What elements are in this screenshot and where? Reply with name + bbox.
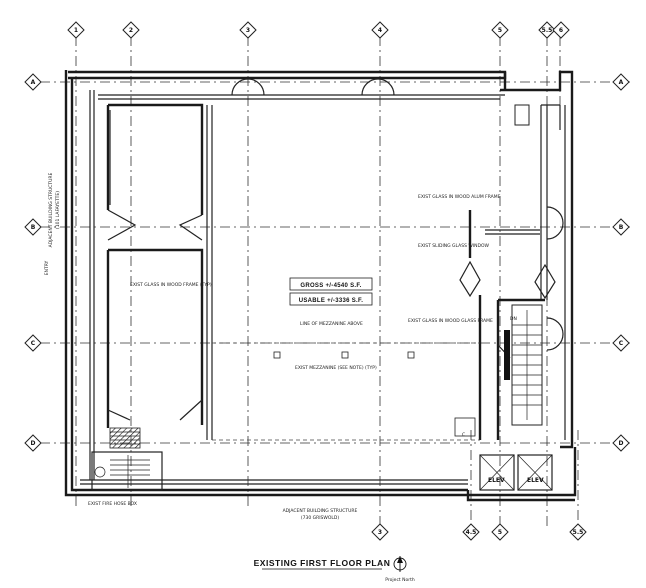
structural-columns [273, 104, 530, 437]
gross-area-label: GROSS +/-4540 S.F. [300, 283, 361, 289]
area-box: GROSS +/-4540 S.F. USABLE +/-3336 S.F. [289, 277, 373, 306]
hatched-column [110, 428, 140, 448]
column-c-label: C [462, 432, 465, 438]
grid-bubble-row-b-left: B [24, 218, 42, 236]
grid-bubble-col-3: 3 [239, 21, 257, 39]
adjacent-west-label: ADJACENT BUILDING STRUCTURE [48, 172, 54, 247]
glass-storefront-note: EXIST GLASS IN WOOD FRAME (TYP) [130, 282, 212, 288]
grid-bubble-col-5: 5 [491, 21, 509, 39]
north-label: Project North [385, 577, 415, 583]
stair-down-label: DN [510, 316, 517, 322]
grid-bubble-row-c-left: C [24, 334, 42, 352]
bottom-column-bubbles: 3 4.5 5 5.5 [371, 523, 587, 541]
grid-bubble-col-2: 2 [122, 21, 140, 39]
elevator-2-label: ELEV [527, 477, 544, 484]
svg-text:1: 1 [74, 27, 78, 34]
exist-sliding-note: EXIST SLIDING GLASS WINDOW [418, 243, 490, 249]
grid-bubble-row-a-right: A [612, 73, 630, 91]
grid-bubble-row-d-left: D [24, 434, 42, 452]
grid-bubble-col-5-5-bottom: 5.5 [569, 523, 587, 541]
interior-partitions [89, 90, 545, 480]
svg-text:5.5: 5.5 [573, 529, 584, 536]
svg-text:A: A [31, 79, 36, 86]
building-outline [64, 70, 577, 502]
svg-text:5.5: 5.5 [542, 27, 553, 34]
right-row-bubbles: A B C D [612, 73, 630, 452]
grid-bubble-col-5-5: 5.5 [538, 21, 556, 39]
svg-text:4: 4 [378, 27, 382, 34]
exist-glass-wood2-note: EXIST GLASS IN WOOD GLASS FRAME [408, 318, 493, 324]
svg-text:B: B [31, 224, 36, 231]
entry-side-label: ENTRY [44, 260, 50, 275]
svg-text:A: A [619, 79, 624, 86]
svg-text:3: 3 [378, 529, 382, 536]
plan-notes: LINE OF MEZZANINE ABOVE EXIST GLASS IN W… [88, 194, 544, 507]
exist-glass-wood-note: EXIST GLASS IN WOOD ALUM FRAME [418, 194, 501, 200]
grid-bubble-col-5-bottom: 5 [491, 523, 509, 541]
grid-bubble-col-4-5-bottom: 4.5 [462, 523, 480, 541]
svg-text:6: 6 [559, 27, 563, 34]
fire-hose-note: EXIST FIRE HOSE BOX [88, 501, 137, 507]
grid-bubble-col-4: 4 [371, 21, 389, 39]
svg-text:B: B [619, 224, 624, 231]
door-swings [107, 209, 556, 421]
svg-text:5: 5 [498, 529, 502, 536]
usable-area-label: USABLE +/-3336 S.F. [299, 298, 364, 304]
svg-text:3: 3 [246, 27, 250, 34]
elevator-2 [517, 454, 553, 491]
mezzanine-line [212, 342, 480, 441]
grid-bubble-row-b-right: B [612, 218, 630, 236]
grid-bubble-row-d-right: D [612, 434, 630, 452]
drawing-title: EXISTING FIRST FLOOR PLAN [254, 558, 391, 568]
left-row-bubbles: A B C D [24, 73, 42, 452]
adjacent-south-label: ADJACENT BUILDING STRUCTURE [283, 508, 358, 514]
svg-text:2: 2 [129, 27, 133, 34]
elevator-1 [479, 454, 515, 491]
svg-text:D: D [31, 440, 36, 447]
grid-bubble-row-c-right: C [612, 334, 630, 352]
svg-text:D: D [619, 440, 624, 447]
top-column-bubbles: 1 2 3 4 5 5.5 6 [67, 21, 570, 39]
svg-text:C: C [619, 340, 624, 347]
grid-bubble-col-6: 6 [552, 21, 570, 39]
adjacent-labels: ADJACENT BUILDING STRUCTURE (101 LAFAYET… [44, 172, 358, 521]
exist-mezz-note: EXIST MEZZANINE (SEE NOTE) (TYP) [295, 365, 377, 371]
north-arrow-icon [393, 556, 407, 572]
svg-text:4.5: 4.5 [466, 529, 477, 536]
adjacent-south-sub-label: (730 GRISWOLD) [301, 515, 340, 521]
elevator-1-label: ELEV [488, 477, 505, 484]
grid-bubble-row-a-left: A [24, 73, 42, 91]
arched-windows [231, 78, 564, 351]
mezzanine-note: LINE OF MEZZANINE ABOVE [300, 321, 363, 327]
adjacent-west-sub-label: (101 LAFAYETTE) [55, 191, 61, 229]
svg-text:C: C [31, 340, 36, 347]
drawing-title-block: EXISTING FIRST FLOOR PLAN Project North [254, 556, 415, 583]
stair-east [504, 304, 543, 426]
grid-bubble-col-1: 1 [67, 21, 85, 39]
svg-text:5: 5 [498, 27, 502, 34]
grid-bubble-col-3-bottom: 3 [371, 523, 389, 541]
